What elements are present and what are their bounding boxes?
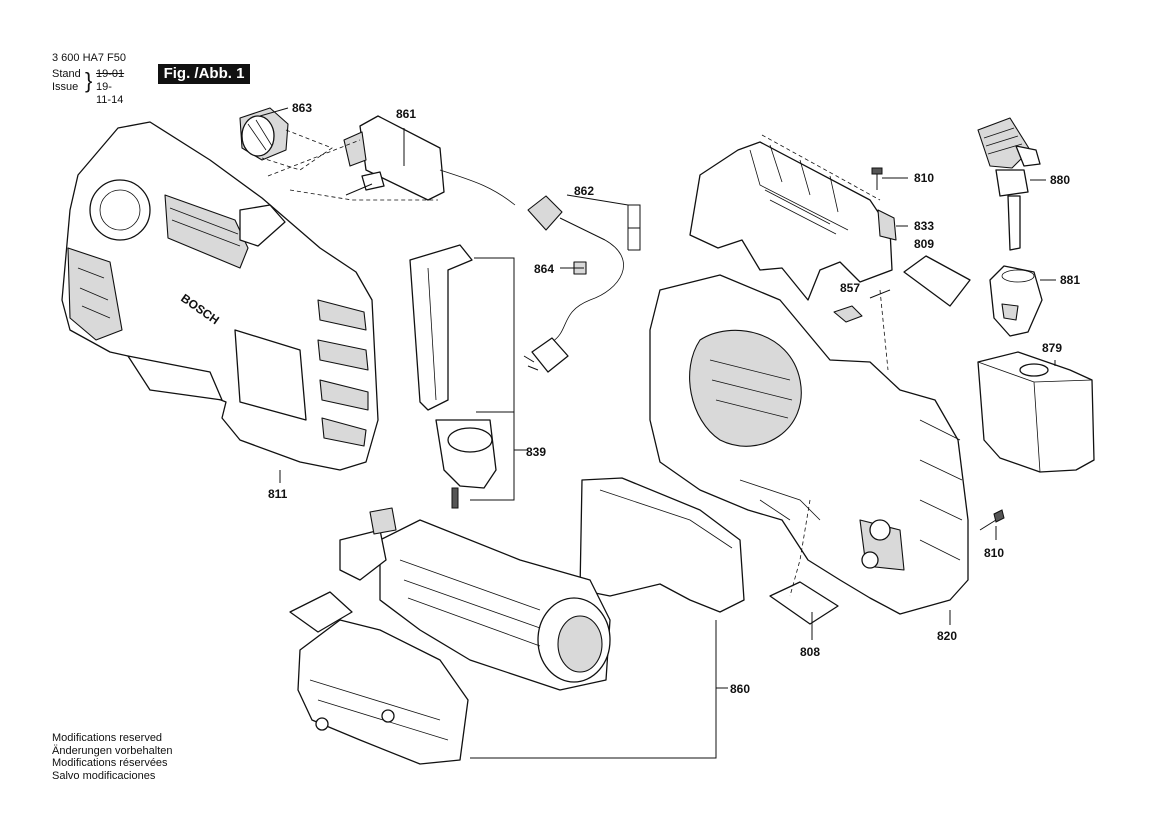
note-es: Salvo modificaciones [52, 769, 156, 782]
callout-861: 861 [396, 107, 416, 121]
callout-862: 862 [574, 184, 594, 198]
callout-810-top: 810 [914, 171, 934, 185]
screw-810-side [979, 509, 1005, 531]
callout-811: 811 [268, 487, 288, 501]
issue-date: 19-11-14 [96, 81, 124, 106]
callout-857: 857 [840, 281, 860, 295]
valve-880 [977, 117, 1041, 251]
tank-879 [977, 351, 1095, 473]
power-cable-862 [523, 195, 624, 373]
figure-label: Fig. /Abb. 1 [158, 64, 250, 84]
leader-lines [259, 107, 1056, 759]
callout-833: 833 [914, 219, 934, 233]
label-809 [903, 255, 971, 307]
knob-863 [239, 107, 333, 171]
callout-860: 860 [730, 682, 750, 696]
note-fr: Modifications réservées [52, 757, 168, 769]
upper-bracket-833 [689, 141, 897, 301]
note-de: Änderungen vorbehalten [52, 744, 173, 757]
handle-839 [409, 244, 497, 509]
housing-cover-811: BOSCH [61, 121, 379, 471]
callout-labels: 863 861 862 864 839 811 810 833 809 857 … [268, 101, 1080, 696]
cap-881 [989, 265, 1043, 337]
drawing-header: 3 600 HA7 F50 Stand } 19-01 Issue 19-11-… [52, 52, 126, 106]
clip-857 [833, 305, 863, 323]
callout-881: 881 [1060, 273, 1080, 287]
callout-809: 809 [914, 237, 934, 251]
callout-820: 820 [937, 629, 957, 643]
switch-module-861 [267, 115, 516, 206]
brace-glyph: } [85, 68, 93, 93]
label-808 [769, 581, 839, 625]
modification-notes: Modifications reserved Änderungen vorbeh… [52, 732, 172, 782]
part-number: 3 600 HA7 F50 [52, 52, 126, 64]
callout-879: 879 [1042, 341, 1062, 355]
callout-864: 864 [534, 262, 554, 276]
motor-pump-860 [289, 477, 745, 765]
callout-863: 863 [292, 101, 312, 115]
callout-808: 808 [800, 645, 820, 659]
stand-label: Stand [52, 68, 81, 80]
stand-date: 19-01 [96, 68, 125, 80]
screw-810-top [871, 167, 883, 190]
note-en: Modifications reserved [52, 732, 163, 744]
callout-810-side: 810 [984, 546, 1004, 560]
frame-820 [649, 274, 969, 615]
callout-839: 839 [526, 445, 546, 459]
callout-880: 880 [1050, 173, 1070, 187]
issue-label: Issue [52, 81, 79, 93]
